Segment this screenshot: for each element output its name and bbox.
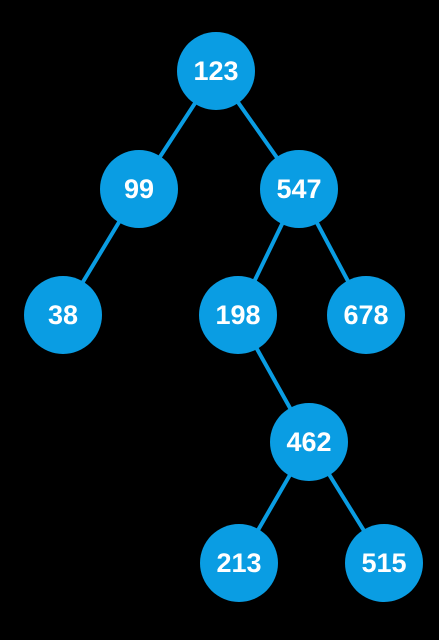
tree-node-n99: 99 bbox=[100, 150, 178, 228]
node-circle bbox=[345, 524, 423, 602]
tree-node-n515: 515 bbox=[345, 524, 423, 602]
node-label: 99 bbox=[124, 174, 154, 204]
node-label: 462 bbox=[286, 427, 331, 457]
node-circle bbox=[200, 524, 278, 602]
node-circle bbox=[24, 276, 102, 354]
node-label: 678 bbox=[343, 300, 388, 330]
tree-node-n38: 38 bbox=[24, 276, 102, 354]
tree-node-n462: 462 bbox=[270, 403, 348, 481]
node-circle bbox=[260, 150, 338, 228]
tree-node-n123: 123 bbox=[177, 32, 255, 110]
tree-node-n213: 213 bbox=[200, 524, 278, 602]
node-circle bbox=[270, 403, 348, 481]
nodes: 123 99 547 38 198 678 462 213 515 bbox=[24, 32, 423, 602]
tree-node-n547: 547 bbox=[260, 150, 338, 228]
node-circle bbox=[177, 32, 255, 110]
node-label: 213 bbox=[216, 548, 261, 578]
node-circle bbox=[327, 276, 405, 354]
node-label: 123 bbox=[193, 56, 238, 86]
node-label: 198 bbox=[215, 300, 260, 330]
node-circle bbox=[100, 150, 178, 228]
node-label: 547 bbox=[276, 174, 321, 204]
node-label: 515 bbox=[361, 548, 406, 578]
node-circle bbox=[199, 276, 277, 354]
tree-node-n198: 198 bbox=[199, 276, 277, 354]
tree-node-n678: 678 bbox=[327, 276, 405, 354]
node-label: 38 bbox=[48, 300, 78, 330]
